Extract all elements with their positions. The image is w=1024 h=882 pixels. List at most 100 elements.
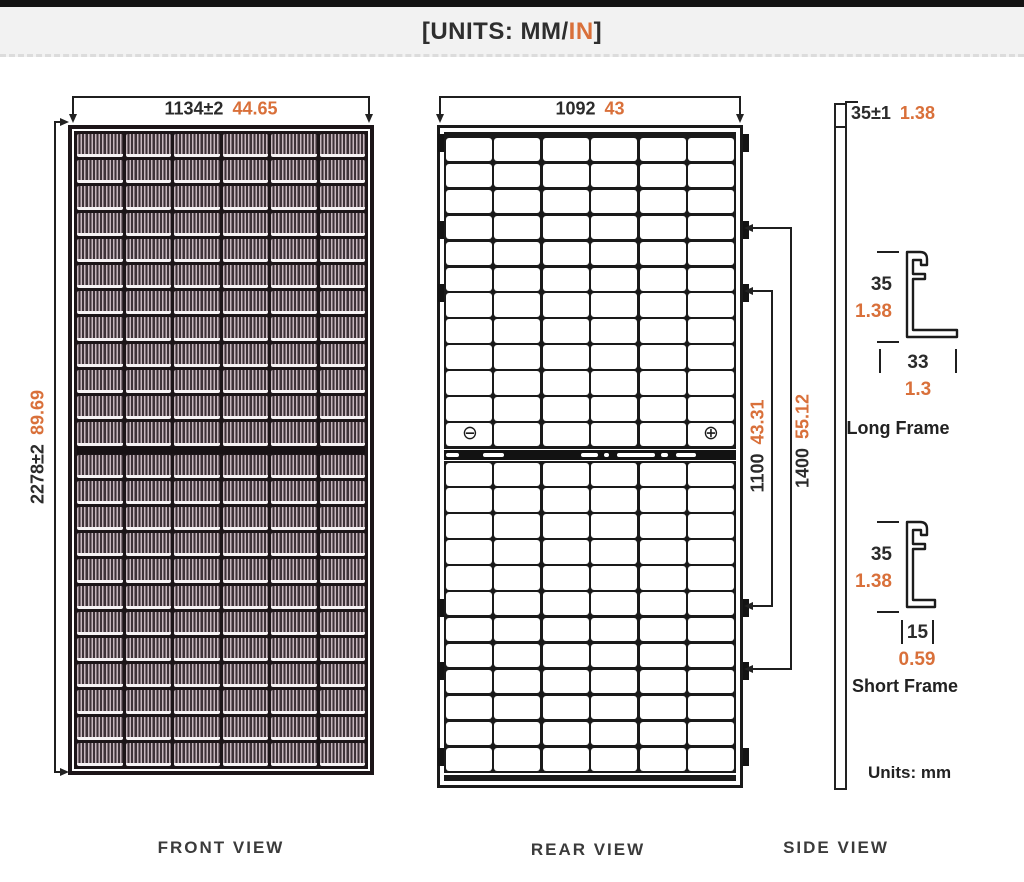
front-cell bbox=[319, 422, 365, 446]
front-cell bbox=[271, 690, 317, 714]
dimension-line bbox=[439, 96, 741, 98]
front-cell bbox=[77, 396, 123, 420]
front-cell bbox=[174, 396, 220, 420]
arrow-down-icon bbox=[68, 114, 77, 123]
rear-cell bbox=[494, 138, 541, 162]
front-cell bbox=[125, 611, 171, 635]
rear-cell bbox=[542, 215, 589, 240]
rear-cell bbox=[639, 423, 686, 447]
junction-box bbox=[481, 451, 506, 458]
rear-cell bbox=[639, 138, 686, 162]
front-cell bbox=[174, 343, 220, 367]
rear-cell bbox=[542, 514, 589, 538]
front-cell bbox=[319, 664, 365, 688]
rear-cell bbox=[688, 371, 734, 395]
glass-line bbox=[834, 126, 847, 128]
rear-cell bbox=[639, 592, 686, 616]
rear-cell bbox=[688, 138, 734, 162]
junction-box bbox=[616, 451, 656, 458]
rear-cell bbox=[446, 138, 492, 162]
rear-cell bbox=[446, 163, 492, 188]
front-cell bbox=[222, 506, 268, 531]
rear-cell bbox=[591, 423, 638, 447]
front-cell bbox=[271, 160, 317, 184]
front-cell bbox=[271, 742, 317, 766]
rear-panel bbox=[437, 125, 749, 788]
front-cell bbox=[125, 742, 171, 766]
dimension-elbow bbox=[54, 121, 62, 123]
rear-cell bbox=[542, 267, 589, 291]
front-cell bbox=[174, 369, 220, 394]
front-cell-area bbox=[74, 131, 368, 769]
rear-cell bbox=[639, 267, 686, 291]
front-cell bbox=[319, 369, 365, 394]
front-cell bbox=[271, 454, 317, 478]
rear-cell bbox=[688, 721, 734, 746]
rear-cell bbox=[639, 397, 686, 421]
rear-cell bbox=[639, 345, 686, 369]
rear-cell bbox=[542, 319, 589, 343]
rear-cell bbox=[446, 293, 492, 317]
rear-cell bbox=[591, 669, 638, 694]
long-frame-profile-icon bbox=[905, 250, 959, 339]
rear-cell bbox=[639, 669, 686, 694]
rear-cell bbox=[639, 488, 686, 512]
short-frame-base-mm: 15 bbox=[906, 622, 929, 643]
front-cell-grid-bottom bbox=[77, 454, 365, 766]
rear-cell bbox=[688, 345, 734, 369]
front-cell bbox=[222, 611, 268, 635]
front-cell bbox=[222, 238, 268, 263]
short-frame-height-mm: 35 bbox=[870, 544, 892, 565]
mount-mark bbox=[743, 134, 749, 152]
front-cell bbox=[222, 134, 268, 158]
front-cell bbox=[271, 506, 317, 531]
front-cell bbox=[125, 160, 171, 184]
front-cell bbox=[174, 186, 220, 210]
base-tick bbox=[932, 620, 934, 644]
rear-cell bbox=[688, 189, 734, 214]
junction-box bbox=[674, 451, 697, 458]
rear-cell bbox=[542, 747, 589, 771]
rear-cell bbox=[494, 319, 541, 343]
front-cell bbox=[319, 454, 365, 478]
front-cell bbox=[319, 291, 365, 315]
rear-cell bbox=[639, 293, 686, 317]
rear-cell bbox=[542, 488, 589, 512]
front-cell bbox=[77, 533, 123, 557]
rear-cell bbox=[446, 695, 492, 720]
front-view-caption: FRONT VIEW bbox=[157, 838, 285, 857]
minus-terminal-icon: ⊖ bbox=[462, 422, 478, 445]
rear-cell bbox=[494, 293, 541, 317]
front-cell bbox=[77, 186, 123, 210]
rear-cell bbox=[542, 423, 589, 447]
rear-cell bbox=[494, 643, 541, 668]
front-cell bbox=[125, 533, 171, 557]
front-cell bbox=[222, 369, 268, 394]
rear-cell bbox=[688, 488, 734, 512]
front-cell bbox=[271, 238, 317, 263]
rear-cell bbox=[542, 669, 589, 694]
front-cell bbox=[271, 396, 317, 420]
rear-cell bbox=[494, 669, 541, 694]
front-cell bbox=[319, 559, 365, 583]
rear-cell bbox=[688, 267, 734, 291]
front-cell bbox=[319, 343, 365, 367]
base-tick bbox=[879, 349, 881, 373]
front-cell bbox=[174, 716, 220, 740]
top-border-bar bbox=[0, 0, 1024, 7]
front-cell bbox=[271, 343, 317, 367]
rear-cell bbox=[494, 241, 541, 266]
front-cell bbox=[271, 317, 317, 341]
front-cell bbox=[319, 265, 365, 289]
rear-cell-grid-top bbox=[444, 136, 736, 449]
rear-cell bbox=[446, 488, 492, 512]
height-tick bbox=[877, 611, 899, 613]
units-note: Units: mm bbox=[868, 763, 952, 782]
rear-cell bbox=[446, 397, 492, 421]
front-cell bbox=[174, 611, 220, 635]
front-cell bbox=[174, 291, 220, 315]
front-panel bbox=[68, 125, 374, 775]
rear-cell bbox=[688, 566, 734, 590]
rear-cell bbox=[494, 514, 541, 538]
dimension-riser bbox=[439, 96, 441, 115]
